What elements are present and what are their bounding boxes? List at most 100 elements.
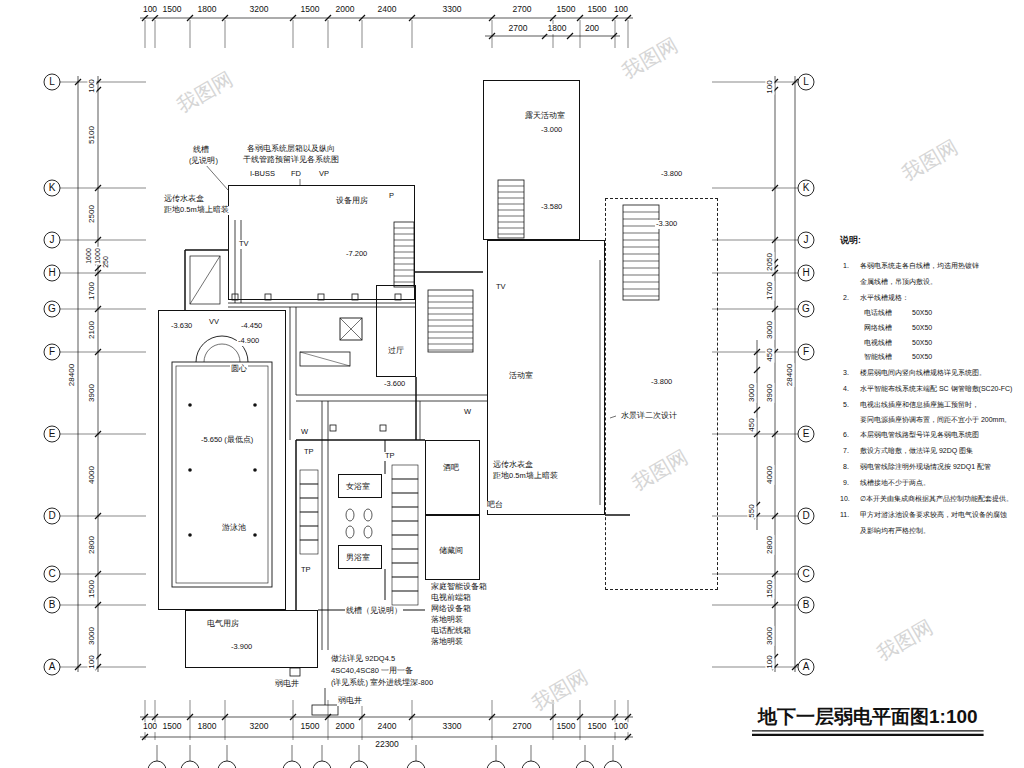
annotation: 电话配线箱 [430, 627, 472, 636]
extension-line [628, 700, 629, 740]
dimension-text: 2500 [87, 204, 96, 224]
dimension-line [795, 76, 796, 672]
stair-tread [428, 320, 473, 321]
ramp-line [190, 256, 220, 304]
shower-cell [392, 577, 418, 591]
dimension-text: 2400 [377, 5, 398, 15]
note-text: 网络线槽 [864, 324, 892, 332]
dimension-text: 4000 [87, 465, 96, 485]
axis-bubble [44, 426, 60, 442]
wall [295, 440, 297, 610]
axis-line [60, 605, 146, 606]
title-underline [752, 734, 984, 736]
note-text: 10. [840, 495, 850, 503]
extension-line [492, 700, 493, 740]
extension-line [145, 20, 146, 48]
axis-bubble [522, 761, 540, 768]
equipment-cross [340, 318, 362, 340]
axis-line [60, 309, 146, 310]
axis-line [712, 605, 798, 606]
axis-bubble [576, 761, 594, 768]
note-text: 2. [843, 294, 849, 302]
stair-tread [623, 275, 659, 276]
dimension-tick [142, 734, 148, 740]
equipment-box [340, 318, 362, 340]
axis-label: K [49, 182, 56, 194]
dimension-text: 1500 [556, 722, 577, 732]
pool-light [253, 533, 257, 537]
axis-bubble [604, 761, 622, 768]
dimension-text: 450 [765, 347, 774, 362]
shower-cell [300, 484, 318, 498]
shower-cell [300, 498, 318, 512]
dimension-text: 5100 [87, 125, 96, 145]
axis-bubble [44, 265, 60, 281]
shower-cell [392, 493, 418, 507]
annotation: 落地明装 [430, 638, 464, 647]
stair [623, 205, 659, 300]
stair-tread [623, 240, 659, 241]
axis-bubble [798, 566, 814, 582]
shower-cell [392, 563, 418, 577]
stair-tread [394, 276, 414, 277]
stair-tread [394, 258, 414, 259]
note-text: 8. [843, 463, 849, 471]
note-text: 智能线槽 [864, 353, 892, 361]
dimension-text: 100 [613, 5, 629, 15]
annotation: 距地0.5m墙上暗装 [163, 206, 230, 215]
axis-label: A [803, 661, 810, 673]
annotation: TP [300, 566, 312, 575]
room-outline: 储藏间 [425, 515, 480, 580]
extension-line [155, 700, 156, 740]
stair [498, 180, 524, 238]
axis-label: J [50, 234, 55, 246]
dimension-text: 3000 [765, 626, 774, 646]
axis-line [60, 434, 146, 435]
cable-tray [296, 401, 487, 402]
cable-tray [235, 220, 236, 303]
cable-tray [228, 303, 415, 304]
stair-tread [394, 240, 414, 241]
stair-tread [623, 226, 659, 227]
axis-line [60, 516, 146, 517]
axis-label: L [803, 76, 809, 88]
dimension-text: 2400 [377, 722, 398, 732]
extension-line [580, 20, 581, 48]
axis-bubble [44, 659, 60, 675]
shower-cell [392, 535, 418, 549]
cable [325, 688, 326, 705]
axis-line [416, 745, 417, 761]
dimension-text: 22300 [374, 740, 400, 750]
annotation: -5.650 (最低点) [200, 436, 254, 445]
axis-bubble [350, 761, 368, 768]
dimension-text: 1000 [94, 247, 102, 265]
axis-bubble [798, 74, 814, 90]
note-text: 及影响均有严格控制。 [860, 527, 930, 535]
axis-line [712, 273, 798, 274]
dimension-text: 2800 [765, 535, 774, 555]
dimension-line [140, 18, 633, 19]
title-underline [752, 730, 984, 731]
annotation: -3.580 [540, 203, 563, 212]
extension-line [362, 20, 363, 48]
stair-tread [428, 314, 473, 315]
annotation: -3.800 [660, 170, 683, 179]
annotation: -3.900 [230, 643, 253, 652]
room-outline: 露天活动室 [483, 80, 580, 240]
outlet-box [380, 425, 386, 431]
toilet-symbol [364, 509, 372, 521]
axis-bubble [218, 761, 236, 768]
dimension-line [98, 76, 99, 672]
room-name: 游泳池 [221, 523, 247, 533]
axis-bubble [283, 761, 301, 768]
dimension-text: 2000 [335, 722, 356, 732]
axis-label: B [803, 599, 810, 611]
room-name: 电气用房 [206, 619, 240, 629]
axis-bubble [798, 344, 814, 360]
pool-light [253, 468, 257, 472]
room-outline: 酒吧 [425, 440, 480, 515]
axis-bubble [44, 301, 60, 317]
extension-line [190, 700, 191, 740]
annotation: 吧台 [486, 501, 504, 510]
extension-line [225, 700, 226, 740]
